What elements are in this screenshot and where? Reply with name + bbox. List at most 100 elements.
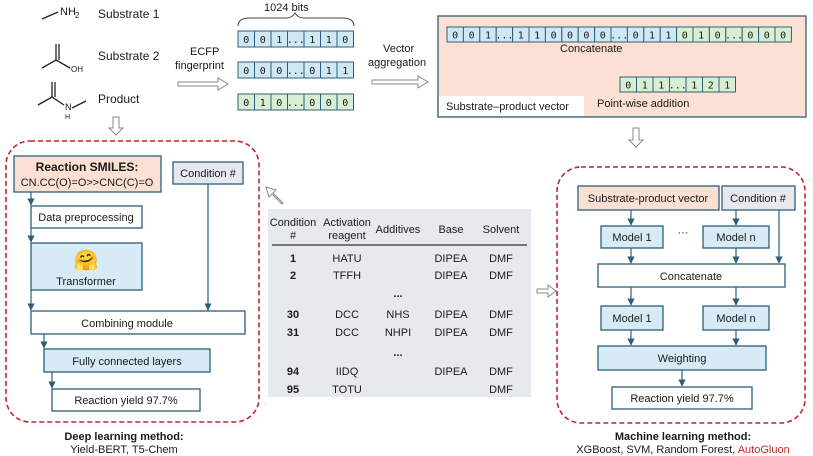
pointwise-bit-value: 1: [724, 81, 730, 92]
smiles-box: Reaction SMILES: CN.CC(O)=O>>CNC(C)=O: [13, 155, 162, 193]
bit-value: ...: [287, 35, 305, 46]
table-cell: DIPEA: [434, 327, 468, 339]
bit-value: 0: [276, 66, 282, 77]
svg-text:Condition #: Condition #: [180, 168, 237, 180]
concat-bit-value: ...: [495, 31, 513, 42]
concat-bit-value: 0: [633, 31, 639, 42]
table-cell: DCC: [335, 309, 359, 321]
table-row: ...: [393, 288, 402, 300]
svg-text:ECFP: ECFP: [190, 46, 219, 58]
pointwise-bit-value: 1: [691, 81, 697, 92]
table-cell: 1: [290, 253, 296, 265]
table-cell: IIDQ: [336, 366, 359, 378]
ml-weighting-box: Weighting: [597, 345, 767, 371]
concat-bit-value: 1: [665, 31, 671, 42]
fully-connected-box: Fully connected layers: [43, 348, 211, 373]
hollow-arrow-down-1: [107, 116, 125, 136]
ml-spv-box: Substrate-product vector: [577, 185, 720, 211]
bit-value: 0: [326, 98, 332, 109]
aggregation-arrow: Vector aggregation: [368, 43, 429, 89]
bit-value: 1: [326, 35, 332, 46]
ml-model1-box: Model 1: [600, 225, 664, 249]
bits-brace: 1024 bits: [237, 2, 355, 27]
svg-text:Concatenate: Concatenate: [660, 271, 722, 283]
deep-method-sub: Yield-BERT, T5-Chem: [70, 444, 177, 456]
ml-modelnb-box: Model n: [702, 305, 770, 331]
table-row: ...: [393, 347, 402, 359]
table-cell: 94: [287, 366, 300, 378]
table-header: Base: [438, 224, 463, 236]
table-cell: DIPEA: [434, 270, 468, 282]
table-cell: HATU: [332, 253, 361, 265]
table-cell: NHPI: [385, 327, 411, 339]
ml-model1b-box: Model 1: [600, 305, 664, 331]
concat-bit-value: ...: [610, 31, 628, 42]
svg-text:Reaction yield 97.7%: Reaction yield 97.7%: [630, 393, 734, 405]
table-header: Activation: [323, 217, 371, 229]
table-cell: DCC: [335, 327, 359, 339]
bit-value: 1: [309, 35, 315, 46]
svg-text:Reaction yield 97.7%: Reaction yield 97.7%: [74, 395, 178, 407]
autogluon-highlight: AutoGluon: [738, 444, 790, 456]
bit-value: ...: [287, 66, 305, 77]
ml-yield-box: Reaction yield 97.7%: [611, 386, 753, 410]
nh2-text: NH: [60, 6, 76, 18]
table-header: Additives: [376, 224, 421, 236]
svg-text:Model n: Model n: [716, 232, 755, 244]
molecule-substrate1: NH 2 Substrate 1: [41, 6, 160, 21]
bit-value: 1: [326, 66, 332, 77]
table-ellipsis: ...: [393, 288, 402, 300]
bit-value: 0: [342, 35, 348, 46]
deep-method-title: Deep learning method:: [64, 431, 183, 443]
table-cell: DMF: [489, 384, 513, 396]
svg-text:H: H: [65, 114, 70, 121]
table-row: 95 TOTU DMF: [287, 384, 513, 396]
concat-bit-value: 0: [452, 31, 458, 42]
concat-bit-value: 1: [534, 31, 540, 42]
pointwise-bit-value: 1: [642, 81, 648, 92]
data-preprocessing-box: Data preprocessing: [30, 205, 143, 229]
n-text: N: [65, 102, 72, 112]
table-ellipsis: ...: [393, 347, 402, 359]
bit-cell: [336, 61, 354, 79]
table-cell: 2: [290, 270, 296, 282]
hollow-arrow-to-deep: [265, 186, 284, 205]
table-cell: 95: [287, 384, 299, 396]
table-cell: DMF: [489, 253, 513, 265]
svg-text:Model n: Model n: [716, 313, 755, 325]
table-cell: TOTU: [332, 384, 362, 396]
concat-bit-value: 0: [583, 31, 589, 42]
svg-text:Combining module: Combining module: [81, 318, 173, 330]
table-header: reagent: [328, 230, 365, 242]
table-cell: DMF: [489, 327, 513, 339]
pointwise-bit-value: ...: [669, 81, 687, 92]
svg-text:Data preprocessing: Data preprocessing: [38, 212, 133, 224]
svg-text:fingerprint: fingerprint: [175, 60, 224, 72]
svg-text:Condition #: Condition #: [730, 193, 787, 205]
pointwise-label: Point-wise addition: [597, 98, 689, 110]
smiles-text: CN.CC(O)=O>>CNC(C)=O: [21, 177, 154, 189]
table-cell: DIPEA: [434, 366, 468, 378]
ml-method-sub: XGBoost, SVM, Random Forest, AutoGluon: [576, 444, 789, 456]
vector-label: Substrate–product vector: [446, 101, 569, 113]
concat-bit-value: 0: [747, 31, 753, 42]
concat-bit-value: 1: [698, 31, 704, 42]
table-header: Solvent: [483, 224, 520, 236]
table-cell: 30: [287, 309, 299, 321]
table-cell: DIPEA: [434, 309, 468, 321]
table-cell: NHS: [386, 309, 409, 321]
concat-bit-value: ...: [725, 31, 743, 42]
svg-text:1024 bits: 1024 bits: [264, 2, 309, 14]
ecfp-arrow: ECFP fingerprint: [175, 46, 229, 91]
table-cell: DMF: [489, 366, 513, 378]
bit-value: 0: [309, 98, 315, 109]
bit-value: 1: [276, 35, 282, 46]
hollow-arrow-down-2: [627, 127, 645, 148]
